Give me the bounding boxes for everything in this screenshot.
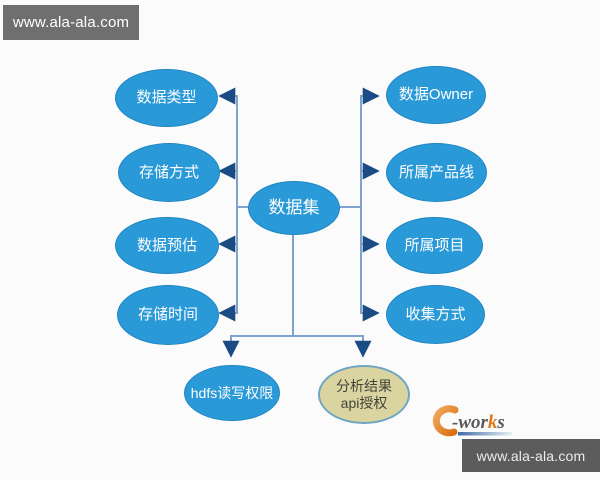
node-dataset: 数据集	[248, 181, 340, 235]
node-project-label: 所属项目	[404, 236, 465, 254]
watermark-bottom: www.ala-ala.com	[462, 439, 600, 472]
node-data-owner: 数据Owner	[386, 66, 486, 124]
node-dataset-label: 数据集	[268, 198, 320, 218]
node-hdfs-permission: hdfs读写权限	[184, 365, 280, 421]
node-api-authorization-line1: 分析结果	[336, 378, 392, 395]
eworks-logo: -works	[432, 405, 512, 437]
eworks-e-glyph	[432, 405, 459, 437]
node-product-line-label: 所属产品线	[398, 163, 474, 181]
eworks-text-post: s	[496, 412, 504, 433]
node-collect-method: 收集方式	[386, 285, 485, 344]
node-data-type: 数据类型	[115, 69, 218, 127]
node-collect-method-label: 收集方式	[405, 305, 466, 323]
node-storage-method: 存储方式	[118, 143, 220, 202]
node-hdfs-permission-label: hdfs读写权限	[190, 384, 274, 401]
eworks-text-k: k	[488, 412, 498, 433]
watermark-top-text: www.ala-ala.com	[12, 14, 130, 31]
eworks-underline	[458, 432, 512, 436]
node-api-authorization-line2: api授权	[340, 394, 388, 411]
node-storage-method-label: 存储方式	[138, 163, 199, 181]
node-data-type-label: 数据类型	[136, 89, 197, 107]
watermark-bottom-text: www.ala-ala.com	[476, 447, 586, 464]
node-data-estimate: 数据预估	[115, 217, 219, 274]
node-data-estimate-label: 数据预估	[136, 236, 197, 254]
watermark-top: www.ala-ala.com	[3, 5, 139, 40]
node-project: 所属项目	[386, 217, 483, 274]
node-product-line: 所属产品线	[386, 143, 487, 202]
node-storage-time: 存储时间	[117, 285, 219, 345]
node-storage-time-label: 存储时间	[137, 306, 198, 324]
node-data-owner-label: 数据Owner	[398, 86, 474, 104]
eworks-logo-text: -works	[452, 412, 505, 433]
eworks-text-pre: -wor	[452, 412, 489, 433]
node-api-authorization: 分析结果 api授权	[318, 365, 410, 424]
